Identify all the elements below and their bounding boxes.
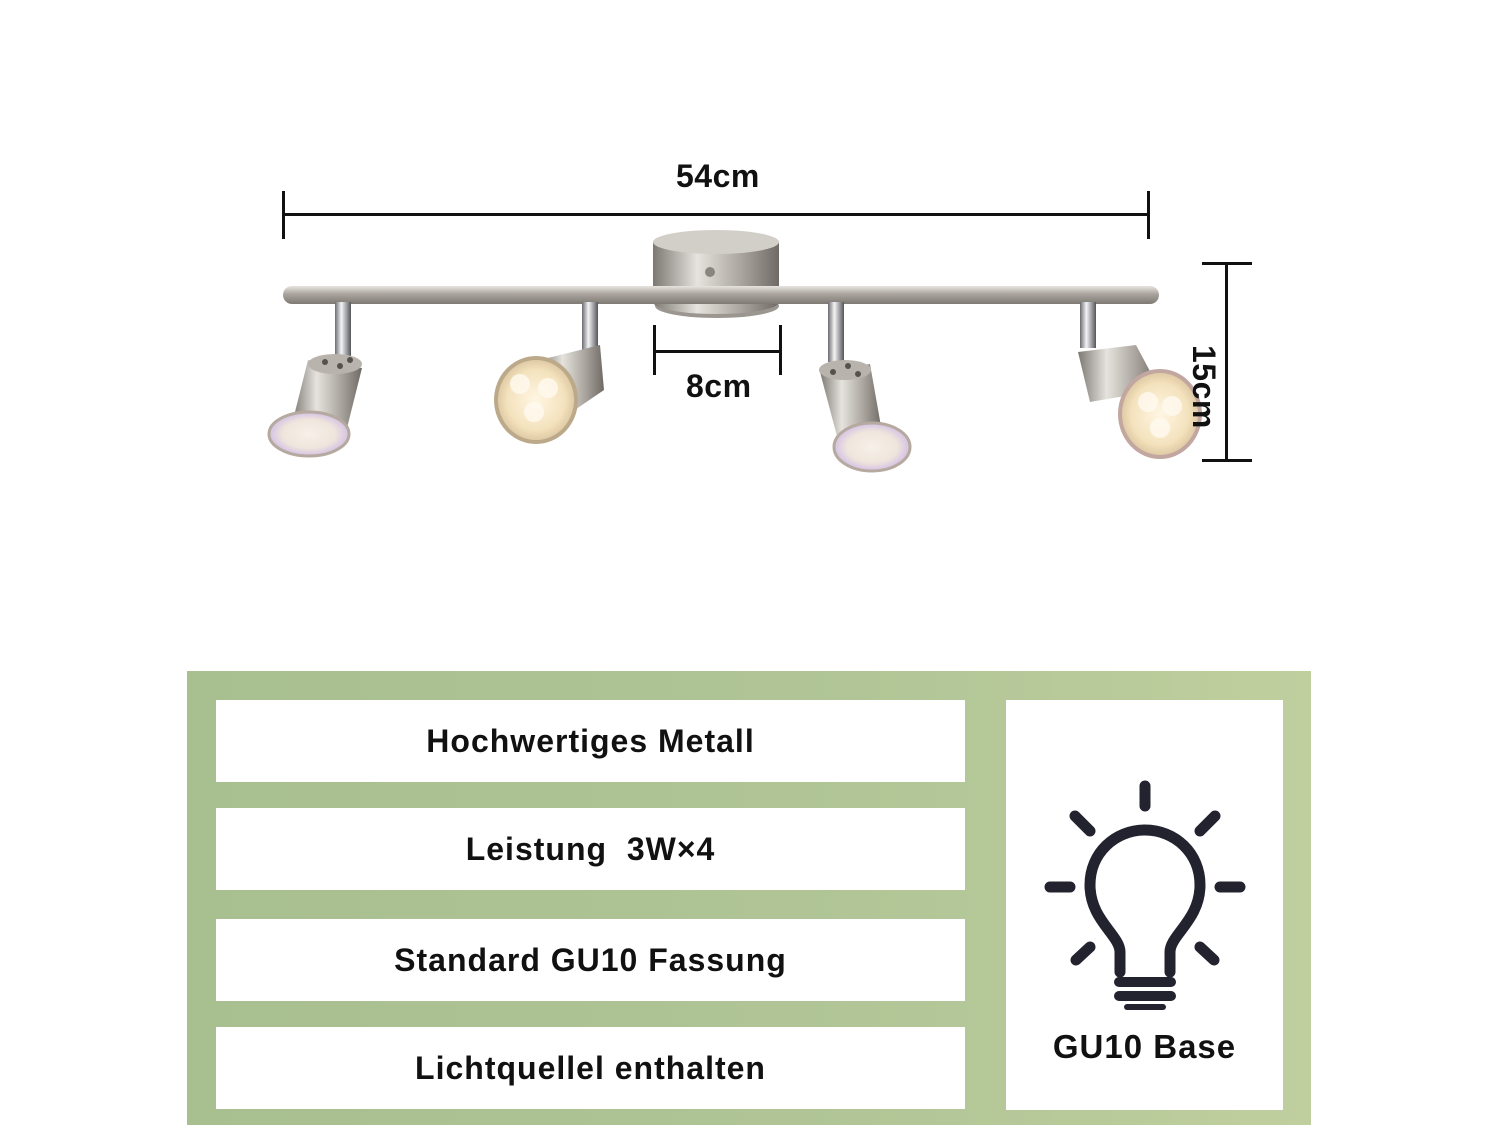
height-dimension-line <box>1225 263 1228 461</box>
feature-power: Leistung 3W×4 <box>216 808 965 890</box>
height-dimension-tick-bottom <box>1202 459 1252 462</box>
spacing-label: 8cm <box>686 368 752 404</box>
spacing-dimension-tick-right <box>779 325 782 375</box>
feature-panel: Hochwertiges Metall Leistung 3W×4 Standa… <box>187 671 1311 1125</box>
feature-bulbs-included: Lichtquellel enthalten <box>216 1027 965 1109</box>
width-dimension-tick-right <box>1147 191 1150 239</box>
light-bulb-icon <box>1044 780 1246 1010</box>
feature-material: Hochwertiges Metall <box>216 700 965 782</box>
width-dimension-line <box>283 213 1150 216</box>
product-illustration <box>267 230 1202 473</box>
base-info-card: GU10 Base <box>1006 700 1283 1110</box>
spotlight-3 <box>819 302 912 473</box>
height-label: 15cm <box>1186 345 1222 429</box>
base-label: GU10 Base <box>1052 1028 1237 1065</box>
spotlight-1 <box>267 302 362 458</box>
spotlight-4 <box>1078 302 1202 459</box>
height-dimension-tick-top <box>1202 262 1252 265</box>
spacing-dimension-line <box>654 350 781 353</box>
spacing-dimension-tick-left <box>653 325 656 375</box>
ceiling-canopy <box>653 230 779 318</box>
track-bar <box>283 286 1159 304</box>
width-dimension-tick-left <box>282 191 285 239</box>
width-label: 54cm <box>676 158 760 194</box>
spotlight-2 <box>494 302 604 444</box>
feature-socket: Standard GU10 Fassung <box>216 919 965 1001</box>
